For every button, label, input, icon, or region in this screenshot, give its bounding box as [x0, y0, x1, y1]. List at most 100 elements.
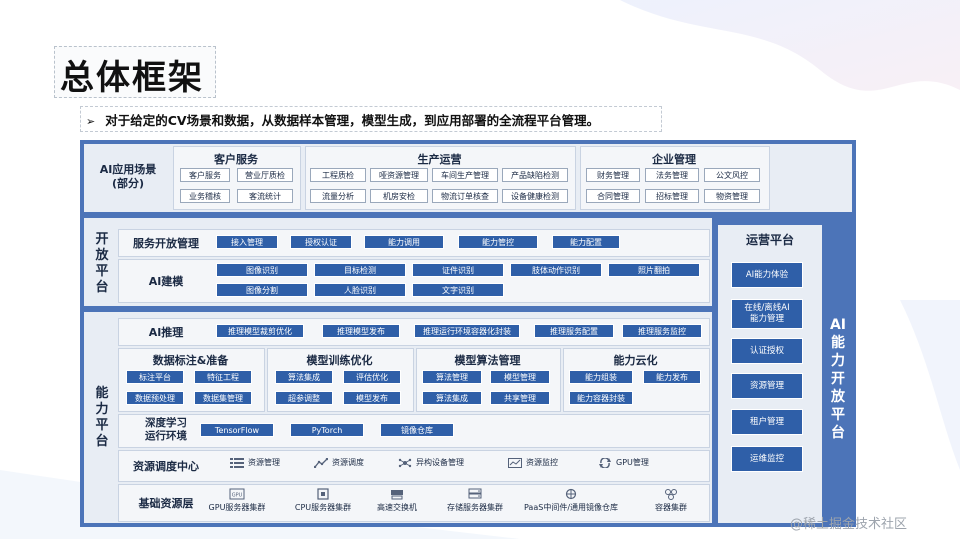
ai-model-item[interactable]: 图像分割	[216, 283, 308, 297]
scene-item[interactable]: 工程质检	[310, 168, 366, 182]
ai-model-item[interactable]: 证件识别	[412, 263, 504, 277]
base-item-label: CPU服务器集群	[294, 503, 352, 512]
list-icon	[230, 457, 244, 468]
scheduling-item-label: 资源管理	[248, 458, 280, 467]
scene-item[interactable]: 客户服务	[180, 168, 230, 182]
ops-item-label: 在线/离线AI 能力管理	[744, 303, 790, 324]
module-item[interactable]: 能力容器封装	[569, 391, 633, 405]
scene-item[interactable]: 物流订单核查	[432, 189, 498, 203]
service-item[interactable]: 能力配置	[552, 235, 620, 249]
module-item[interactable]: 数据预处理	[126, 391, 184, 405]
ops-item[interactable]: 在线/离线AI 能力管理	[731, 299, 803, 329]
ops-item[interactable]: 资源管理	[731, 373, 803, 399]
module-item[interactable]: 能力组装	[569, 370, 633, 384]
watermark: @稀土掘金技术社区	[790, 517, 908, 532]
module-item[interactable]: 共享管理	[490, 391, 550, 405]
scene-item[interactable]: 招标管理	[645, 189, 699, 203]
ai-model-item[interactable]: 人脸识别	[314, 283, 406, 297]
module-item[interactable]: 超参调整	[275, 391, 333, 405]
monitor-icon	[508, 457, 522, 468]
base-item[interactable]: 容器集群	[626, 488, 716, 513]
module-item[interactable]: 数据集管理	[194, 391, 252, 405]
scheduling-row	[118, 450, 710, 482]
ai-model-item[interactable]: 肢体动作识别	[510, 263, 602, 277]
scene-item[interactable]: 设备健康检测	[502, 189, 568, 203]
module-item[interactable]: 算法集成	[275, 370, 333, 384]
ai-model-label: AI建模	[148, 275, 184, 288]
module-title: 能力云化	[613, 354, 658, 367]
service-item[interactable]: 能力管控	[458, 235, 538, 249]
module-item[interactable]: 能力发布	[643, 370, 701, 384]
base-item[interactable]: CPU服务器集群	[278, 488, 368, 513]
cpu-icon	[317, 488, 329, 500]
base-item-label: GPU服务器集群	[208, 503, 266, 512]
scheduling-item-label: GPU管理	[616, 458, 649, 467]
ops-item[interactable]: 运维监控	[731, 446, 803, 472]
scene-item[interactable]: 车间生产管理	[432, 168, 498, 182]
scene-item[interactable]: 法务管理	[645, 168, 699, 182]
switch-icon	[391, 490, 403, 500]
subtitle-box	[80, 106, 662, 132]
scenes-label: AI应用场景 (部分)	[99, 163, 157, 190]
scene-item[interactable]: 物资管理	[704, 189, 760, 203]
open-platform-label: 开放平台	[95, 232, 109, 295]
base-resource-label: 基础资源层	[138, 497, 194, 510]
inference-item[interactable]: 推理服务监控	[622, 324, 702, 338]
scheduling-item[interactable]: 异构设备管理	[398, 457, 464, 468]
deep-learning-item[interactable]: 镜像仓库	[380, 423, 454, 437]
scene-item[interactable]: 哑资源管理	[370, 168, 428, 182]
ai-model-item[interactable]: 文字识别	[412, 283, 504, 297]
service-item[interactable]: 接入管理	[216, 235, 278, 249]
scene-item[interactable]: 营业厅质检	[237, 168, 293, 182]
scheduling-item[interactable]: 资源监控	[508, 457, 558, 468]
scene-item[interactable]: 业务稽核	[180, 189, 230, 203]
scheduling-item[interactable]: 资源调度	[314, 457, 364, 468]
module-item[interactable]: 特征工程	[194, 370, 252, 384]
deep-learning-item[interactable]: PyTorch	[290, 423, 364, 437]
base-item[interactable]: PaaS中间件/通用镜像仓库	[516, 488, 626, 513]
inference-item[interactable]: 推理运行环境容器化封装	[414, 324, 520, 338]
scheduling-item[interactable]: GPU管理	[598, 457, 649, 468]
device-network-icon	[398, 458, 412, 467]
scene-item[interactable]: 产品缺陷检测	[502, 168, 568, 182]
inference-item[interactable]: 推理模型发布	[322, 324, 400, 338]
scene-group-title: 客户服务	[214, 153, 258, 166]
title-box	[54, 46, 216, 98]
scene-item[interactable]: 流量分析	[310, 189, 366, 203]
service-item[interactable]: 能力调用	[364, 235, 444, 249]
inference-item[interactable]: 推理服务配置	[534, 324, 614, 338]
ai-model-item[interactable]: 目标检测	[314, 263, 406, 277]
module-item[interactable]: 算法集成	[422, 391, 482, 405]
module-title: 模型训练优化	[306, 354, 373, 367]
ops-item[interactable]: 认证授权	[731, 338, 803, 364]
module-item[interactable]: 模型管理	[490, 370, 550, 384]
scene-item[interactable]: 财务管理	[586, 168, 640, 182]
scene-item[interactable]: 机房安检	[370, 189, 428, 203]
ops-item[interactable]: AI能力体验	[731, 262, 803, 288]
module-item[interactable]: 算法管理	[422, 370, 482, 384]
module-item[interactable]: 标注平台	[126, 370, 184, 384]
scheduling-item-label: 资源监控	[526, 458, 558, 467]
base-item[interactable]: GPU GPU服务器集群	[192, 488, 282, 513]
capability-platform-label: 能力平台	[95, 386, 109, 449]
ai-model-item[interactable]: 照片翻拍	[608, 263, 700, 277]
gpu-icon-text: GPU	[232, 493, 243, 499]
base-item-label: 容器集群	[655, 503, 687, 512]
module-title: 数据标注&准备	[152, 354, 229, 367]
base-item[interactable]: 高速交换机	[352, 488, 442, 513]
module-item[interactable]: 评估优化	[343, 370, 401, 384]
scene-group-title: 生产运营	[417, 153, 462, 166]
module-item[interactable]: 模型发布	[343, 391, 401, 405]
refresh-icon	[599, 457, 611, 468]
ops-item[interactable]: 租户管理	[731, 409, 803, 435]
scene-item[interactable]: 客流统计	[237, 189, 293, 203]
scene-item[interactable]: 公文风控	[704, 168, 760, 182]
deep-learning-item[interactable]: TensorFlow	[200, 423, 274, 437]
arrow-bullet-icon: ➢	[86, 115, 96, 128]
service-item[interactable]: 授权认证	[290, 235, 352, 249]
ai-model-item[interactable]: 图像识别	[216, 263, 308, 277]
scene-item[interactable]: 合同管理	[586, 189, 640, 203]
inference-item[interactable]: 推理模型裁剪优化	[216, 324, 304, 338]
base-item[interactable]: 存储服务器集群	[430, 488, 520, 513]
scheduling-item[interactable]: 资源管理	[230, 457, 280, 468]
